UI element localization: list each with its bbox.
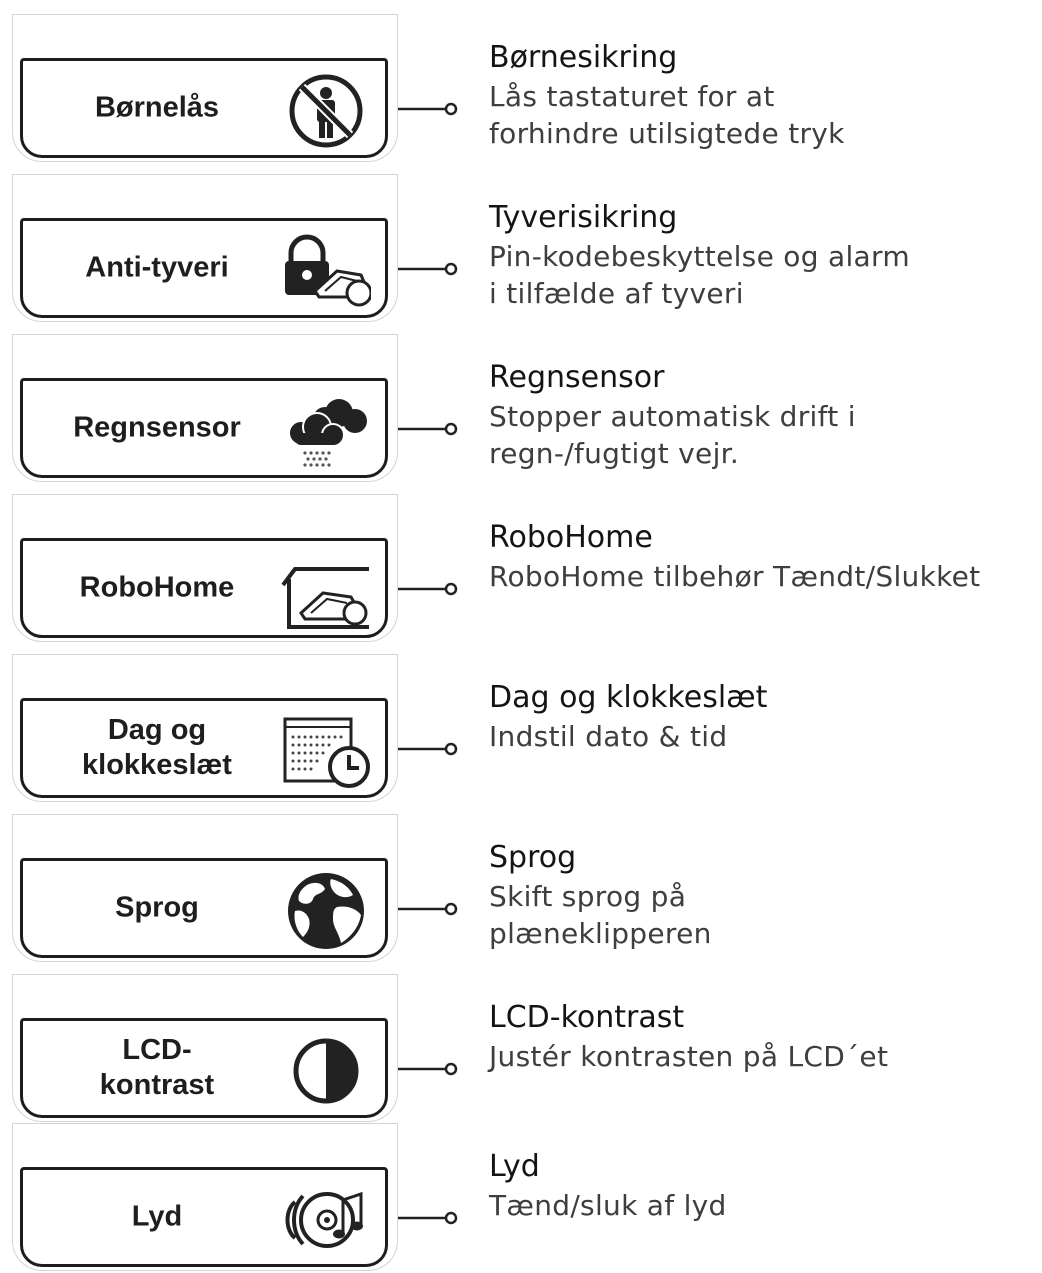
connector-line: [398, 897, 460, 921]
feature-title: Regnsensor: [489, 360, 665, 395]
menu-row-lcd-contrast: LCD- kontrast LCD-kontrast Justér kontra…: [0, 966, 1042, 1124]
connector-line: [398, 97, 460, 121]
menu-row-date-time: Dag og klokkeslæt Dag og klokkeslæt Inds…: [0, 646, 1042, 804]
button-label: Anti-tyveri: [85, 251, 229, 284]
rain-cloud-icon: [281, 391, 371, 471]
child-lock-button[interactable]: Børnelås: [20, 58, 388, 158]
calendar-clock-icon: [281, 711, 371, 791]
button-label: RoboHome: [79, 571, 235, 604]
connector-line: [398, 1057, 460, 1081]
feature-description: Pin-kodebeskyttelse og alarm i tilfælde …: [489, 240, 910, 310]
feature-description: Indstil dato & tid: [489, 720, 728, 753]
button-label: LCD- kontrast: [99, 1034, 215, 1101]
lcd-contrast-button[interactable]: LCD- kontrast: [20, 1018, 388, 1118]
menu-row-sound: Lyd Lyd Tænd/sluk af lyd: [0, 1115, 1042, 1273]
feature-title: Dag og klokkeslæt: [489, 680, 768, 715]
menu-row-robohome: RoboHome RoboHome RoboHome tilbehør Tænd…: [0, 486, 1042, 644]
rain-sensor-button[interactable]: Regnsensor: [20, 378, 388, 478]
connector-line: [398, 737, 460, 761]
padlock-mower-icon: [281, 231, 371, 311]
child-lock-icon: [281, 71, 371, 151]
feature-description: Skift sprog på plæneklipperen: [489, 880, 712, 950]
button-label: Regnsensor: [73, 411, 241, 444]
speaker-music-icon: [281, 1180, 371, 1260]
feature-title: Børnesikring: [489, 40, 678, 75]
contrast-icon: [281, 1031, 371, 1111]
menu-row-child-lock: Børnelås Børnesikring Lås tastaturet for…: [0, 6, 1042, 164]
button-label: Sprog: [115, 891, 199, 924]
feature-title: Tyverisikring: [489, 200, 678, 235]
robohome-button[interactable]: RoboHome: [20, 538, 388, 638]
menu-row-rain-sensor: Regnsensor Regnsensor Stopper automatisk…: [0, 326, 1042, 484]
feature-title: LCD-kontrast: [489, 1000, 685, 1035]
sound-button[interactable]: Lyd: [20, 1167, 388, 1267]
feature-description: Justér kontrasten på LCD´et: [489, 1040, 889, 1073]
menu-row-anti-theft: Anti-tyveri Tyverisikring Pin-kodebeskyt…: [0, 166, 1042, 324]
date-time-button[interactable]: Dag og klokkeslæt: [20, 698, 388, 798]
button-label: Lyd: [131, 1200, 183, 1233]
garage-mower-icon: [281, 551, 371, 631]
globe-icon: [281, 871, 371, 951]
button-label: Dag og klokkeslæt: [82, 714, 232, 781]
feature-title: Sprog: [489, 840, 577, 875]
feature-description: Tænd/sluk af lyd: [489, 1189, 727, 1222]
feature-title: RoboHome: [489, 520, 653, 555]
connector-line: [398, 1206, 460, 1230]
feature-description: Lås tastaturet for at forhindre utilsigt…: [489, 80, 845, 150]
button-label: Børnelås: [94, 91, 220, 124]
feature-title: Lyd: [489, 1149, 540, 1184]
connector-line: [398, 577, 460, 601]
connector-line: [398, 417, 460, 441]
feature-description: Stopper automatisk drift i regn-/fugtigt…: [489, 400, 856, 470]
anti-theft-button[interactable]: Anti-tyveri: [20, 218, 388, 318]
connector-line: [398, 257, 460, 281]
language-button[interactable]: Sprog: [20, 858, 388, 958]
menu-row-language: Sprog Sprog Skift sprog på plæneklippere…: [0, 806, 1042, 964]
feature-description: RoboHome tilbehør Tændt/Slukket: [489, 560, 981, 593]
